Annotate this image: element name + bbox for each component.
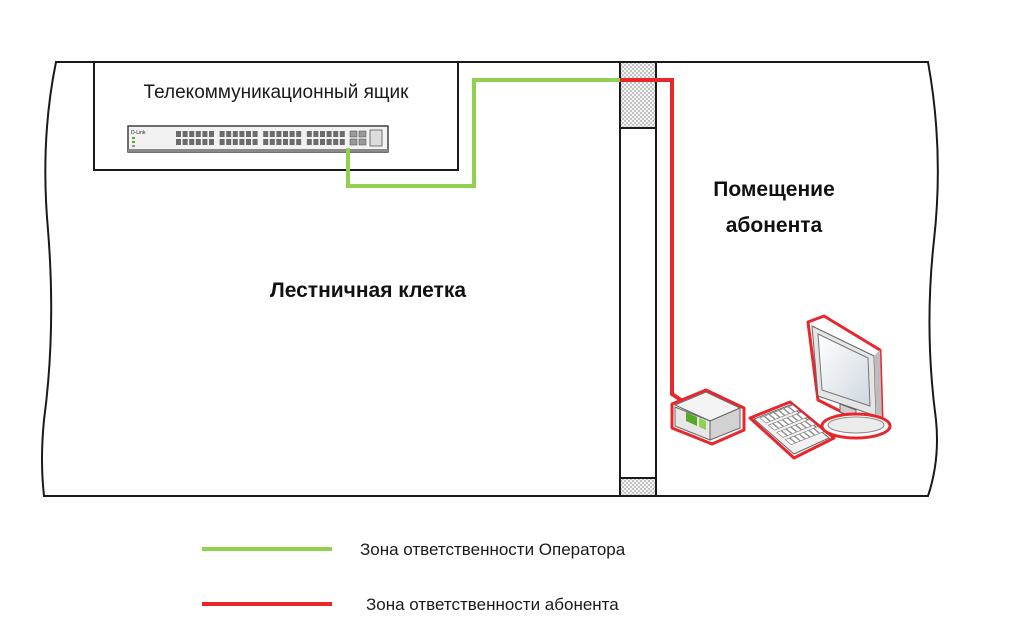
switch-brand-label: D-Link bbox=[131, 130, 146, 136]
stairwell-outline bbox=[41, 61, 620, 497]
telecom-box-label: Телекоммуникационный ящик bbox=[144, 82, 410, 103]
legend-label-operator: Зона ответственности Оператора bbox=[360, 540, 626, 559]
keyboard-icon bbox=[748, 400, 836, 460]
subscriber-cable bbox=[620, 78, 686, 404]
subscriber-room-label-line1: Помещение bbox=[713, 178, 835, 201]
subscriber-room-outline bbox=[656, 61, 939, 497]
network-switch: D-Link bbox=[127, 125, 389, 153]
wall bbox=[619, 61, 657, 497]
router-icon bbox=[670, 388, 746, 446]
subscriber-room-label-line2: абонента bbox=[726, 214, 823, 237]
wall-pass-top bbox=[619, 61, 657, 129]
stairwell-label: Лестничная клетка bbox=[270, 279, 466, 302]
legend-label-subscriber: Зона ответственности абонента bbox=[366, 595, 619, 614]
monitor-icon bbox=[806, 314, 892, 440]
operator-cable bbox=[346, 78, 620, 188]
wall-pass-bottom bbox=[619, 477, 657, 497]
telecom-box bbox=[93, 61, 459, 171]
